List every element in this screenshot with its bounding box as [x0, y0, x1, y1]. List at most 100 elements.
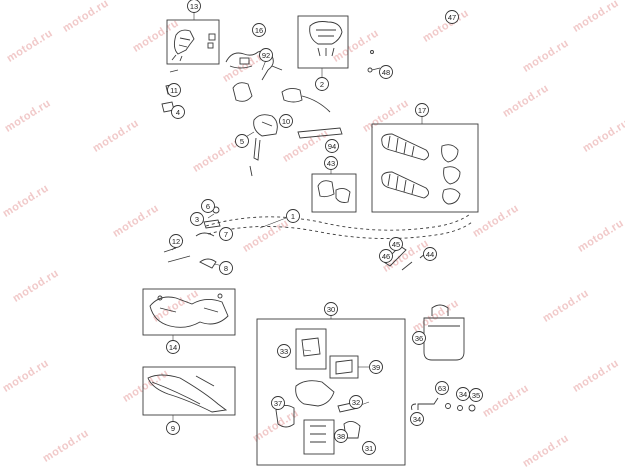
callout-c39: 39: [369, 360, 383, 374]
callout-circle: [219, 227, 233, 241]
callout-c6: 6: [201, 199, 215, 213]
handlebar-switch-part: [309, 21, 343, 57]
callout-number: 3: [195, 215, 199, 224]
callout-number: 45: [392, 240, 400, 249]
callout-number: 13: [190, 2, 198, 11]
callout-number: 6: [206, 202, 210, 211]
callout-circle: [235, 134, 249, 148]
callout-c47: 47: [445, 10, 459, 24]
callout-circle: [410, 412, 424, 426]
callout-circle: [435, 381, 449, 395]
callout-circle: [187, 0, 201, 13]
callout-circle: [389, 237, 403, 251]
callout-number: 1: [291, 212, 295, 221]
callout-circle: [415, 103, 429, 117]
callout-number: 9: [171, 424, 175, 433]
callout-number: 34: [413, 415, 421, 424]
switch-block-part: [317, 180, 351, 203]
callout-c4: 4: [171, 105, 185, 119]
callout-number: 5: [240, 137, 244, 146]
callout-number: 11: [170, 86, 178, 95]
callout-number: 34: [459, 390, 467, 399]
callout-number: 17: [418, 106, 426, 115]
callout-circle: [469, 388, 483, 402]
callout-c92: 92: [259, 48, 273, 62]
handlebar-part: [205, 213, 473, 239]
group-box-33: [295, 328, 327, 370]
callout-c43: 43: [324, 156, 338, 170]
callout-c8: 8: [219, 261, 233, 275]
callout-c34a: 34: [456, 387, 470, 401]
group-box-17: [371, 123, 479, 213]
callout-circle: [252, 23, 266, 37]
master-cylinder-parts: [275, 337, 361, 443]
callout-number: 31: [365, 444, 373, 453]
callout-c17: 17: [415, 103, 429, 117]
callout-number: 37: [274, 399, 282, 408]
group-box-43: [311, 173, 357, 213]
callout-number: 63: [438, 384, 446, 393]
callout-circle: [412, 331, 426, 345]
callout-c45: 45: [389, 237, 403, 251]
callout-number: 33: [280, 347, 288, 356]
brake-hose-fittings-parts: [411, 397, 476, 412]
callout-circle: [423, 247, 437, 261]
callout-c63: 63: [435, 381, 449, 395]
callout-c7: 7: [219, 227, 233, 241]
callout-c30: 30: [324, 302, 338, 316]
callout-number: 92: [262, 51, 270, 60]
callout-number: 94: [328, 142, 336, 151]
callout-c94: 94: [325, 139, 339, 153]
fluid-reservoir-part: [423, 304, 465, 361]
callout-number: 48: [382, 68, 390, 77]
callout-circle: [445, 10, 459, 24]
callout-circle: [324, 156, 338, 170]
callout-number: 30: [327, 305, 335, 314]
callout-circle: [379, 65, 393, 79]
headlight-mask-part: [149, 293, 229, 328]
callout-circle: [325, 139, 339, 153]
small-bolts-part: [367, 50, 381, 73]
callout-c14: 14: [166, 340, 180, 354]
callout-number: 12: [172, 237, 180, 246]
callout-circle: [334, 429, 348, 443]
callout-c48: 48: [379, 65, 393, 79]
callout-c9: 9: [166, 421, 180, 435]
callout-circle: [369, 360, 383, 374]
callout-circle: [279, 114, 293, 128]
callout-c1: 1: [286, 209, 300, 223]
callout-circle: [379, 249, 393, 263]
group-box-39: [329, 355, 359, 379]
callout-number: 35: [472, 391, 480, 400]
callout-circle: [166, 340, 180, 354]
callout-c13: 13: [187, 0, 201, 13]
callout-number: 4: [176, 108, 180, 117]
callout-c12: 12: [169, 234, 183, 248]
callout-circle: [219, 261, 233, 275]
callout-circle: [201, 199, 215, 213]
callout-circle: [315, 77, 329, 91]
callout-circle: [190, 212, 204, 226]
callout-circle: [169, 234, 183, 248]
callout-number: 32: [352, 398, 360, 407]
callout-c36: 36: [412, 331, 426, 345]
callout-c38: 38: [334, 429, 348, 443]
callout-c3: 3: [190, 212, 204, 226]
callout-circle: [349, 395, 363, 409]
callout-number: 2: [320, 80, 324, 89]
callout-c5: 5: [235, 134, 249, 148]
callout-number: 38: [337, 432, 345, 441]
callout-c35: 35: [469, 388, 483, 402]
callout-number: 39: [372, 363, 380, 372]
callout-c11: 11: [167, 83, 181, 97]
callout-c10: 10: [279, 114, 293, 128]
group-box-38: [303, 419, 335, 455]
callout-c32: 32: [349, 395, 363, 409]
callout-number: 14: [169, 343, 177, 352]
callout-circle: [271, 396, 285, 410]
callout-circle: [259, 48, 273, 62]
callout-circle: [166, 421, 180, 435]
handlebar-grips-part: [381, 133, 461, 205]
